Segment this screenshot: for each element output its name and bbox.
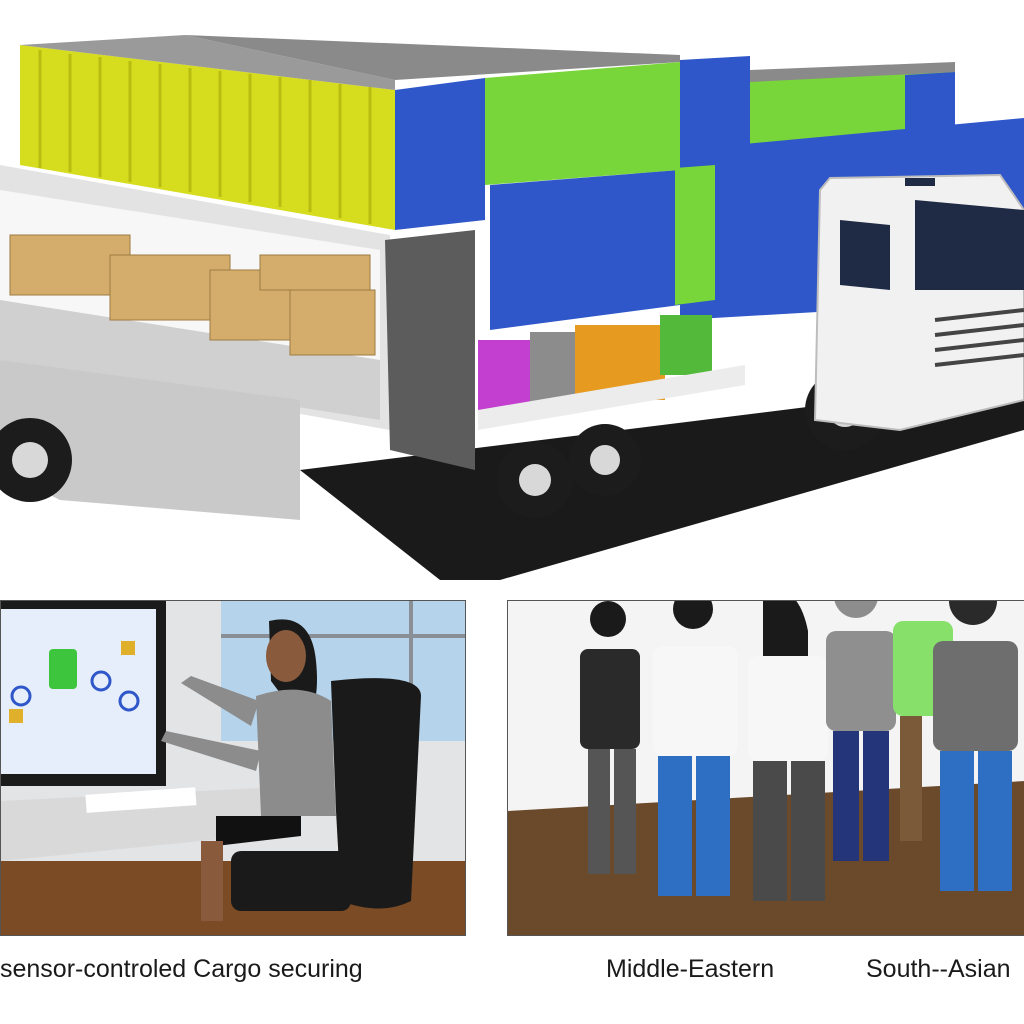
- container-blue-front: [395, 78, 485, 230]
- trailer-body: [0, 165, 475, 520]
- container-blue-middle: [490, 170, 680, 330]
- truck-container-scene: [0, 35, 1024, 580]
- flatbed-cargo: [478, 315, 745, 430]
- truck-cab: [813, 173, 1024, 432]
- container-yellow: [20, 35, 395, 230]
- monitor-screen: [1, 601, 166, 786]
- group-illustration: [508, 601, 1024, 935]
- group-panel: [507, 600, 1024, 936]
- office-chair: [231, 678, 421, 911]
- operator-panel: [0, 600, 466, 936]
- caption-left: sensor-controled Cargo securing: [0, 955, 363, 983]
- operator-illustration: [1, 601, 465, 935]
- caption-middle: Middle-Eastern: [606, 955, 775, 983]
- people-group: [580, 601, 1018, 901]
- operator-person: [161, 619, 336, 921]
- container-green-top: [485, 62, 680, 185]
- lock-icon: [49, 649, 77, 689]
- caption-right: South--Asian: [866, 955, 1011, 983]
